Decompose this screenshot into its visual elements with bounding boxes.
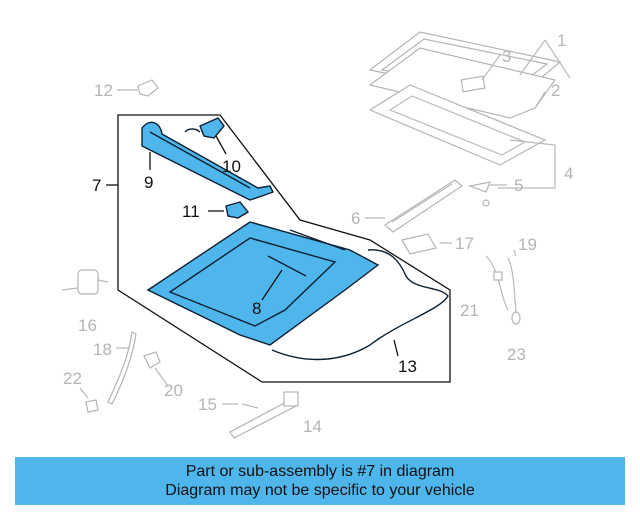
- banner-line-disclaimer: Diagram may not be specific to your vehi…: [165, 482, 475, 499]
- callout-19: 19: [518, 235, 537, 254]
- callout-12: 12: [94, 81, 113, 100]
- parts-diagram: 1 2 3 4 5 6 12 14 15 16 17 18 19 20 21 2…: [61, 31, 573, 439]
- callout-10: 10: [222, 157, 241, 176]
- glass-panel-assembly: [368, 31, 562, 207]
- leader-lines-top: [365, 39, 571, 219]
- clip-22: [79, 387, 99, 413]
- callout-1: 1: [557, 31, 566, 50]
- drain-hose-18: [107, 331, 137, 405]
- callout-16: 16: [78, 316, 97, 335]
- callout-3: 3: [502, 47, 511, 66]
- clip-20: [143, 351, 169, 387]
- info-banner: Part or sub-assembly is #7 in diagram Di…: [15, 457, 625, 505]
- sunroof-frame-8: [146, 221, 380, 346]
- bracket-10: [184, 117, 227, 155]
- bracket-11: [208, 201, 250, 219]
- callout-6: 6: [351, 209, 360, 228]
- callout-7: 7: [92, 176, 101, 195]
- callout-9: 9: [144, 173, 153, 192]
- callout-4: 4: [564, 164, 573, 183]
- bracket-12: [117, 79, 159, 97]
- grey-rail: [384, 179, 463, 233]
- callout-22: 22: [63, 369, 82, 388]
- banner-line-part: Part or sub-assembly is #7 in diagram: [185, 463, 455, 480]
- actuator-16: [61, 269, 109, 295]
- callout-2: 2: [551, 81, 560, 100]
- callout-18: 18: [93, 340, 112, 359]
- callout-21: 21: [460, 301, 479, 320]
- sensor-17: [401, 233, 452, 255]
- callout-23: 23: [507, 345, 526, 364]
- callout-8: 8: [252, 299, 261, 318]
- hose-14-15: [222, 391, 299, 439]
- callout-20: 20: [164, 381, 183, 400]
- assembly-7-boundary: [117, 114, 451, 383]
- callout-5: 5: [514, 176, 523, 195]
- cable-19-21-23: [485, 249, 521, 325]
- deflector-9: [141, 121, 274, 201]
- drain-tube-13: [271, 249, 449, 361]
- callout-15: 15: [198, 395, 217, 414]
- callout-11: 11: [182, 202, 200, 221]
- callout-17: 17: [455, 234, 474, 253]
- callout-14: 14: [303, 417, 322, 436]
- callout-13: 13: [398, 357, 417, 376]
